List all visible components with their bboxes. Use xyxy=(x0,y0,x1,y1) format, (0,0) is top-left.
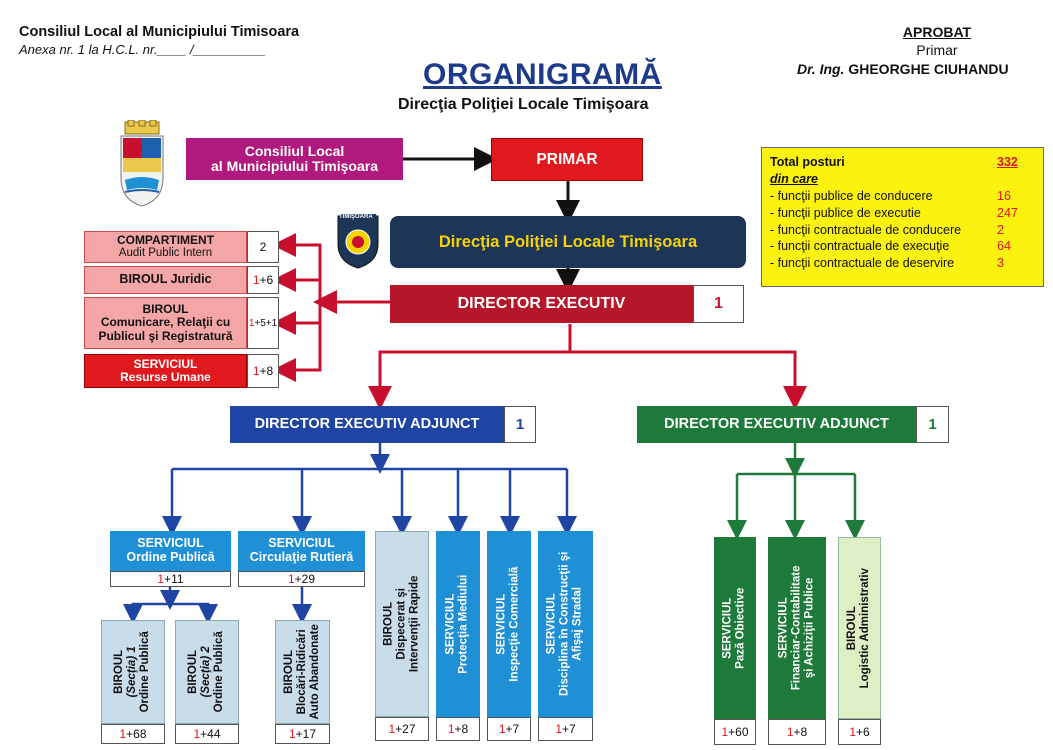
police-badge-icon: TIMIŞOARA xyxy=(334,210,382,270)
unit-audit-count: 2 xyxy=(247,231,279,263)
mayor-role: Primar xyxy=(916,42,958,58)
service-ordine-publica: SERVICIUL Ordine Publică xyxy=(110,531,231,571)
unit-juridic: BIROUL Juridic xyxy=(84,266,247,294)
mayor-title: Dr. Ing. xyxy=(797,61,845,77)
unit-financiar-contabilitate-count: 1+8 xyxy=(768,719,826,745)
unit-juridic-count: 1+6 xyxy=(247,266,279,294)
posts-total-row: Total posturi 332 xyxy=(770,155,1018,169)
council-box: Consiliul Local al Municipiului Timişoar… xyxy=(186,138,403,180)
unit-comunicare: BIROUL Comunicare, Relaţii cu Publicul ş… xyxy=(84,297,247,349)
deputy-left-count: 1 xyxy=(504,406,536,443)
unit-comunicare-count: 1+5+1 xyxy=(247,297,279,349)
deputy-left-box: DIRECTOR EXECUTIV ADJUNCT xyxy=(230,406,504,443)
unit-inspectie-comerciala-count: 1+7 xyxy=(487,717,531,741)
unit-paza-obiective-count: 1+60 xyxy=(714,719,756,745)
unit-resurse-umane: SERVICIUL Resurse Umane xyxy=(84,354,247,388)
unit-audit: COMPARTIMENT Audit Public Intern xyxy=(84,231,247,263)
unit-resurse-umane-count: 1+8 xyxy=(247,354,279,388)
posts-summary: Total posturi 332 din care - funcţii pub… xyxy=(761,147,1044,287)
unit-dispecerat-count: 1+27 xyxy=(375,717,429,741)
coat-of-arms-icon xyxy=(117,119,167,208)
badge-text: TIMIŞOARA xyxy=(339,214,373,220)
approved-label: APROBAT xyxy=(902,24,972,40)
unit-sectia-1-count: 1+68 xyxy=(101,724,165,744)
unit-disciplina-constructii-count: 1+7 xyxy=(538,717,593,741)
annex-line: Anexa nr. 1 la H.C.L. nr.____ /_________… xyxy=(19,42,266,57)
director-count: 1 xyxy=(693,285,744,323)
primar-box: PRIMAR xyxy=(491,138,643,181)
deputy-right-box: DIRECTOR EXECUTIV ADJUNCT xyxy=(637,406,916,443)
unit-sectia-2-count: 1+44 xyxy=(175,724,239,744)
service-circulatie-count: 1+29 xyxy=(238,571,365,587)
mayor-name: GHEORGHE CIUHANDU xyxy=(848,61,1009,77)
unit-protectia-mediului-count: 1+8 xyxy=(436,717,480,741)
mayor-signature: Dr. Ing. GHEORGHE CIUHANDU xyxy=(797,61,1009,77)
unit-logistic-administrativ-count: 1+6 xyxy=(838,719,881,745)
directorate-box: Direcţia Poliţiei Locale Timişoara xyxy=(390,216,746,268)
council-header: Consiliul Local al Municipiului Timisoar… xyxy=(19,24,300,40)
unit-blocari-count: 1+17 xyxy=(275,724,330,744)
director-box: DIRECTOR EXECUTIV xyxy=(390,285,693,323)
service-ordine-publica-count: 1+11 xyxy=(110,571,231,587)
service-circulatie: SERVICIUL Circulaţie Rutieră xyxy=(238,531,365,571)
page-title: ORGANIGRAMĂ xyxy=(423,58,662,91)
deputy-right-count: 1 xyxy=(916,406,949,443)
page-subtitle: Direcţia Poliţiei Locale Timişoara xyxy=(398,96,649,113)
posts-of-which: din care xyxy=(770,171,818,186)
